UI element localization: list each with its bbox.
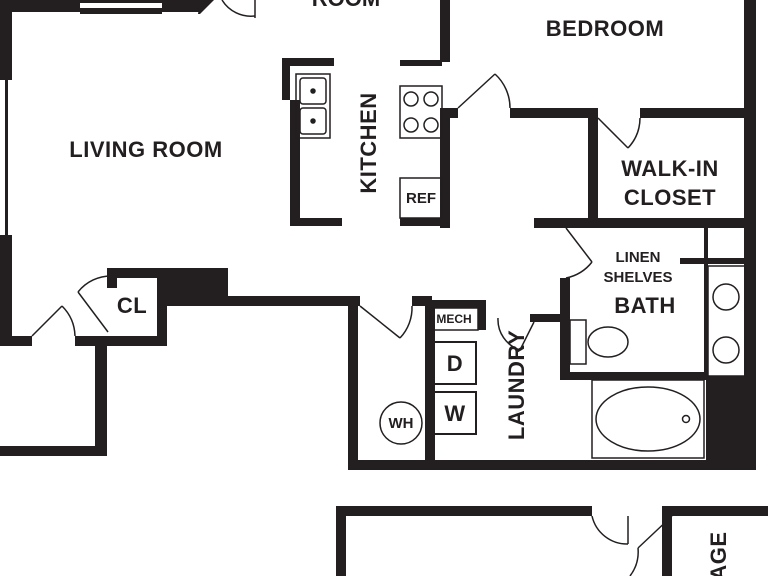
room-label-bedroom: BEDROOM (546, 16, 664, 41)
dryer (433, 341, 477, 385)
fixture-label-washer: W (444, 401, 465, 426)
room-label-bath: BATH (614, 293, 675, 318)
double-sink-icon (295, 73, 331, 139)
fixture-label-mech: MECH (436, 312, 471, 326)
fixture-label-wh: WH (389, 415, 414, 432)
fixture-label-ref: REF (406, 190, 436, 207)
washer (433, 391, 477, 435)
room-label-storage: AGE (706, 531, 731, 576)
room-label-shelves: SHELVES (604, 269, 673, 286)
vanity-sinks-icon (707, 265, 747, 377)
door-swings (31, 0, 673, 576)
water-heater (379, 401, 423, 445)
room-label-living-room: LIVING ROOM (69, 137, 222, 162)
room-label-laundry: LAUNDRY (504, 330, 529, 440)
refrigerator (399, 177, 443, 219)
room-label-walk-in: WALK-IN (621, 156, 719, 181)
room-label-cl: CL (117, 293, 147, 318)
room-label-room: ROOM (312, 0, 380, 11)
stove-burners-icon (399, 85, 443, 139)
bathtub-icon (591, 379, 705, 459)
toilet-icon (569, 319, 629, 365)
room-label-closet: CLOSET (624, 185, 716, 210)
mechanical-closet (429, 307, 479, 331)
fixture-label-dryer: D (447, 351, 463, 376)
room-label-linen: LINEN (616, 249, 661, 266)
room-label-kitchen: KITCHEN (356, 92, 381, 193)
